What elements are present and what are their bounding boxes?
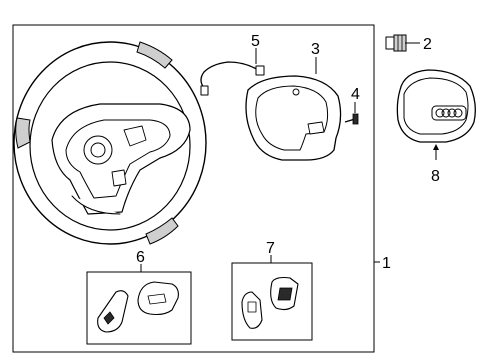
wire-harness-icon [200, 61, 265, 96]
callout-7: 7 [266, 240, 275, 257]
left-switch-icon [97, 281, 179, 333]
callout-5: 5 [251, 33, 260, 50]
screw-icon [344, 113, 359, 125]
callout-3: 3 [311, 41, 320, 58]
airbag-module-icon [396, 69, 476, 143]
right-switch-group-frame [231, 262, 313, 341]
callout-2: 2 [423, 36, 432, 53]
right-switch-icon [241, 276, 299, 329]
callout-1: 1 [382, 255, 391, 272]
callout-8: 8 [431, 168, 440, 185]
steering-wheel-icon [13, 41, 207, 245]
left-switch-group-frame [86, 271, 192, 345]
bolt-icon [385, 34, 407, 52]
assembly-frame [12, 24, 375, 353]
trim-cover-icon [245, 75, 342, 161]
arrowhead-8 [433, 144, 439, 150]
callout-6: 6 [136, 249, 145, 266]
callout-4: 4 [351, 86, 360, 103]
